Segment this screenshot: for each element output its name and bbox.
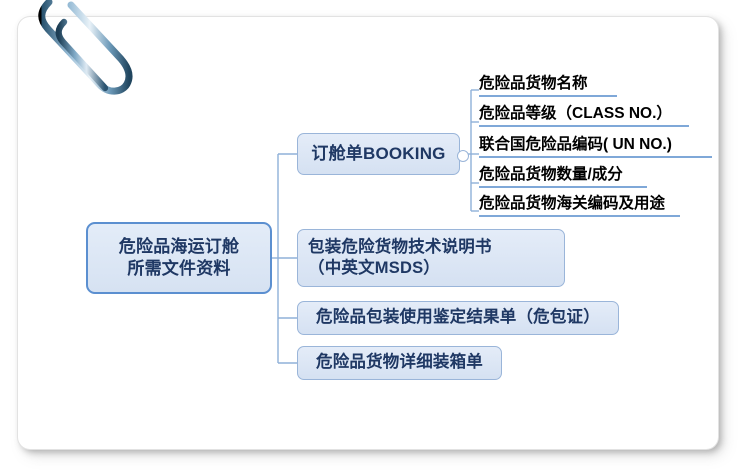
branch-node-packing-list[interactable]: 危险品货物详细装箱单 — [297, 346, 502, 380]
leaf-label: 危险品货物名称 — [479, 75, 588, 92]
leaf-label: 联合国危险品编码( UN NO.) — [479, 136, 672, 153]
collapse-handle-icon[interactable] — [457, 150, 469, 162]
leaf-item-un-no[interactable]: 联合国危险品编码( UN NO.) — [479, 136, 712, 159]
leaf-item-quantity-composition[interactable]: 危险品货物数量/成分 — [479, 166, 647, 189]
root-label-line1: 危险品海运订舱 — [118, 237, 240, 257]
leaf-item-hs-code-usage[interactable]: 危险品货物海关编码及用途 — [479, 195, 680, 218]
leaf-item-cargo-name[interactable]: 危险品货物名称 — [479, 75, 617, 98]
leaf-label: 危险品等级（CLASS NO.） — [479, 105, 672, 122]
branch-node-dangerous-packaging-cert[interactable]: 危险品包装使用鉴定结果单（危包证） — [297, 301, 619, 335]
branch-node-booking[interactable]: 订舱单BOOKING — [297, 133, 460, 175]
branch-label-msds-line1: 包装危险货物技术说明书 — [308, 237, 492, 256]
mindmap-root-node[interactable]: 危险品海运订舱 所需文件资料 — [86, 222, 272, 294]
branch-node-msds[interactable]: 包装危险货物技术说明书 （中英文MSDS） — [297, 229, 565, 287]
leaf-label: 危险品货物数量/成分 — [479, 166, 623, 183]
branch-label-booking: 订舱单BOOKING — [311, 144, 446, 164]
root-label-line2: 所需文件资料 — [127, 259, 231, 278]
leaf-label: 危险品货物海关编码及用途 — [479, 195, 666, 212]
branch-label-msds-line2: （中英文MSDS） — [308, 259, 440, 277]
leaf-item-class-no[interactable]: 危险品等级（CLASS NO.） — [479, 105, 689, 128]
branch-label-weibao: 危险品包装使用鉴定结果单（危包证） — [316, 308, 600, 327]
branch-label-packlist: 危险品货物详细装箱单 — [316, 353, 483, 372]
